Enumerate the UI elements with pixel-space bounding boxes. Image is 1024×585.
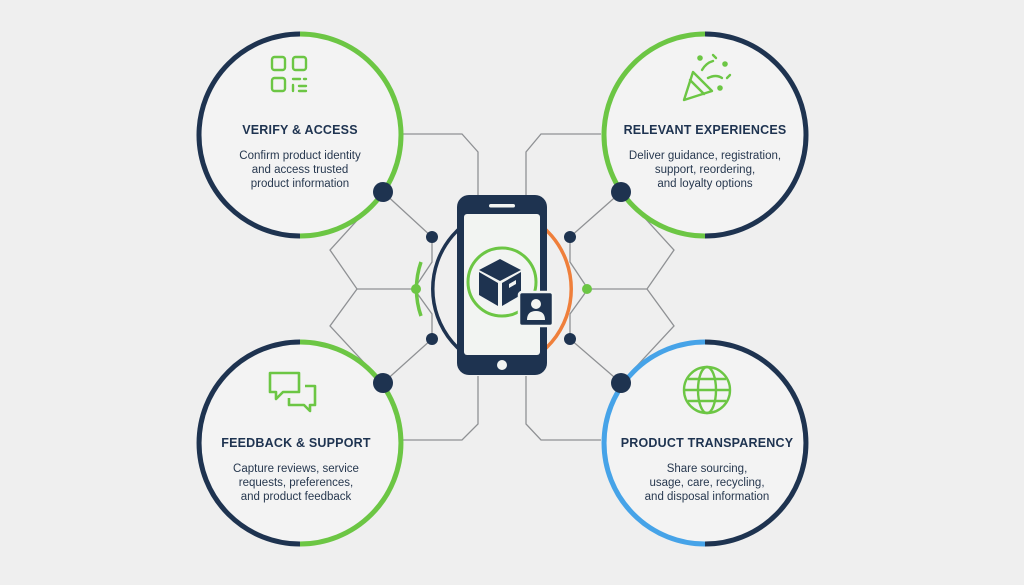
node-dot [426, 333, 438, 345]
package-box-icon [479, 259, 521, 306]
connector-line [569, 288, 622, 384]
card-desc-line: product information [250, 178, 350, 190]
connection-nodes [373, 182, 631, 393]
party-popper-icon [682, 53, 732, 102]
connector-line [382, 288, 433, 384]
card-fill [604, 342, 806, 544]
card-feedback-circle [196, 339, 404, 547]
globe-icon [682, 365, 732, 415]
card-verify-circle [196, 31, 404, 239]
card-experiences-circle [601, 31, 809, 239]
connector-line [569, 191, 622, 290]
card-ring-navy [704, 339, 809, 547]
card-desc-line: Confirm product identity [239, 150, 361, 162]
card-desc-line: Share sourcing, [666, 463, 748, 475]
card-desc-line: and disposal information [644, 491, 770, 503]
card-desc-line: Deliver guidance, registration, [628, 150, 782, 162]
card-ring-navy [196, 31, 301, 239]
card-description: Confirm product identity and access trus… [210, 149, 390, 191]
card-transparency: PRODUCT TRANSPARENCY Share sourcing, usa… [617, 436, 797, 504]
connector-line [525, 133, 601, 197]
node-dot [564, 231, 576, 243]
connector-line [525, 376, 601, 441]
box-label [509, 280, 516, 288]
badge-head [531, 299, 541, 309]
card-transparency-circle [601, 339, 809, 547]
user-profile-icon [517, 290, 555, 328]
node-dot [373, 373, 393, 393]
node-dot [426, 231, 438, 243]
card-ring-blue [601, 339, 706, 547]
node-dot [611, 182, 631, 202]
card-fill [199, 34, 401, 236]
phone-speaker [489, 204, 515, 208]
card-desc-line: support, reordering, [654, 164, 756, 176]
card-desc-line: and product feedback [240, 491, 352, 503]
card-desc-line: Capture reviews, service [233, 463, 359, 475]
card-title: RELEVANT EXPERIENCES [623, 123, 787, 137]
connector-line [402, 376, 479, 441]
connector-line [382, 191, 433, 290]
card-fill [604, 34, 806, 236]
card-feedback: FEEDBACK & SUPPORT Capture reviews, serv… [206, 436, 386, 504]
card-description: Capture reviews, service requests, prefe… [206, 462, 386, 504]
card-description: Deliver guidance, registration, support,… [615, 149, 795, 191]
card-fill [199, 342, 401, 544]
card-desc-line: and access trusted [251, 164, 349, 176]
card-ring-green [299, 339, 404, 547]
connector-line [402, 133, 479, 197]
card-ring-navy [704, 31, 809, 239]
card-title: FEEDBACK & SUPPORT [221, 436, 371, 450]
card-ring-green [299, 31, 404, 239]
card-ring-navy [196, 339, 301, 547]
screen-ring [466, 246, 538, 318]
card-desc-line: and loyalty options [657, 178, 753, 190]
card-desc-line: usage, care, recycling, [649, 477, 765, 489]
card-description: Share sourcing, usage, care, recycling, … [617, 462, 797, 504]
box-top [479, 259, 521, 281]
card-title: VERIFY & ACCESS [242, 123, 358, 137]
box-right [502, 272, 521, 306]
phone-home-button [497, 360, 507, 370]
node-dot [582, 284, 592, 294]
node-dot [564, 333, 576, 345]
card-desc-line: requests, preferences, [238, 477, 354, 489]
badge-shoulders [527, 311, 545, 320]
node-dot [373, 182, 393, 202]
box-left [479, 272, 498, 306]
card-verify: VERIFY & ACCESS Confirm product identity… [210, 123, 390, 191]
card-ring-green [601, 31, 706, 239]
chat-bubbles-icon [268, 371, 317, 413]
node-dot [411, 284, 421, 294]
card-title: PRODUCT TRANSPARENCY [620, 436, 794, 450]
card-experiences: RELEVANT EXPERIENCES Deliver guidance, r… [615, 123, 795, 191]
node-dot [611, 373, 631, 393]
qr-code-icon [270, 55, 308, 93]
